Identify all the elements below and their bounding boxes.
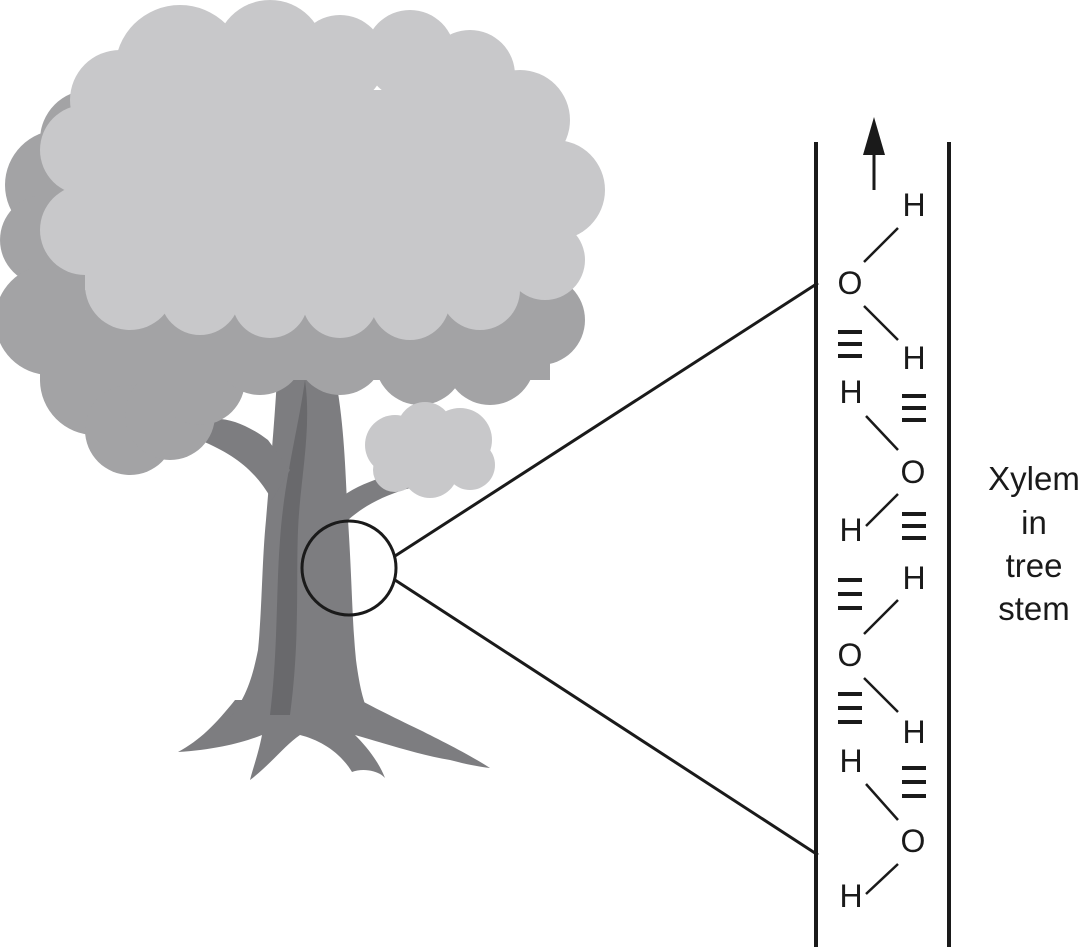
atom-o: O [838,265,863,301]
canopy-front [40,0,605,340]
caption-line: stem [998,590,1070,627]
atom-h: H [902,340,925,376]
water-molecule-3: H O H [838,560,926,750]
covalent-bond [863,305,899,341]
tree-trunk-shade [270,380,308,715]
caption-line: tree [1006,547,1063,584]
covalent-bond [863,677,899,713]
atom-h: H [902,187,925,223]
hydrogen-bond [838,330,862,358]
water-molecule-1: H O H [838,187,926,376]
atom-o: O [838,637,863,673]
tree-branch-left [200,418,290,500]
covalent-bond [865,783,899,821]
atom-h: H [839,743,862,779]
arrow-up-icon [863,117,885,190]
water-molecule-4: H O H [839,743,925,914]
water-molecules: H O H H O H [838,187,926,914]
atom-h: H [902,714,925,750]
caption-line: in [1021,504,1047,541]
covalent-bond [863,227,899,263]
covalent-bond [865,415,899,451]
covalent-bond [865,493,899,527]
atom-h: H [839,374,862,410]
caption-line: Xylem [988,460,1080,497]
atom-o: O [901,823,926,859]
water-molecule-2: H O H [839,374,925,548]
zoom-line-lower [394,578,819,857]
atom-o: O [901,454,926,490]
tree-trunk [228,360,372,720]
xylem-caption: Xylem in tree stem [988,460,1080,627]
xylem-tube [814,142,951,947]
tree-illustration [0,0,605,780]
hydrogen-bond [902,394,926,422]
atom-h: H [839,878,862,914]
canopy-clump [365,402,495,498]
covalent-bond [865,863,899,895]
atom-h: H [839,512,862,548]
magnify-circle-icon [300,519,398,617]
hydrogen-bond [902,512,926,540]
hydrogen-bond [838,692,862,724]
atom-h: H [902,560,925,596]
covalent-bond [863,599,899,635]
zoom-line-upper [394,281,819,558]
hydrogen-bond [838,578,862,610]
hydrogen-bond [902,766,926,798]
